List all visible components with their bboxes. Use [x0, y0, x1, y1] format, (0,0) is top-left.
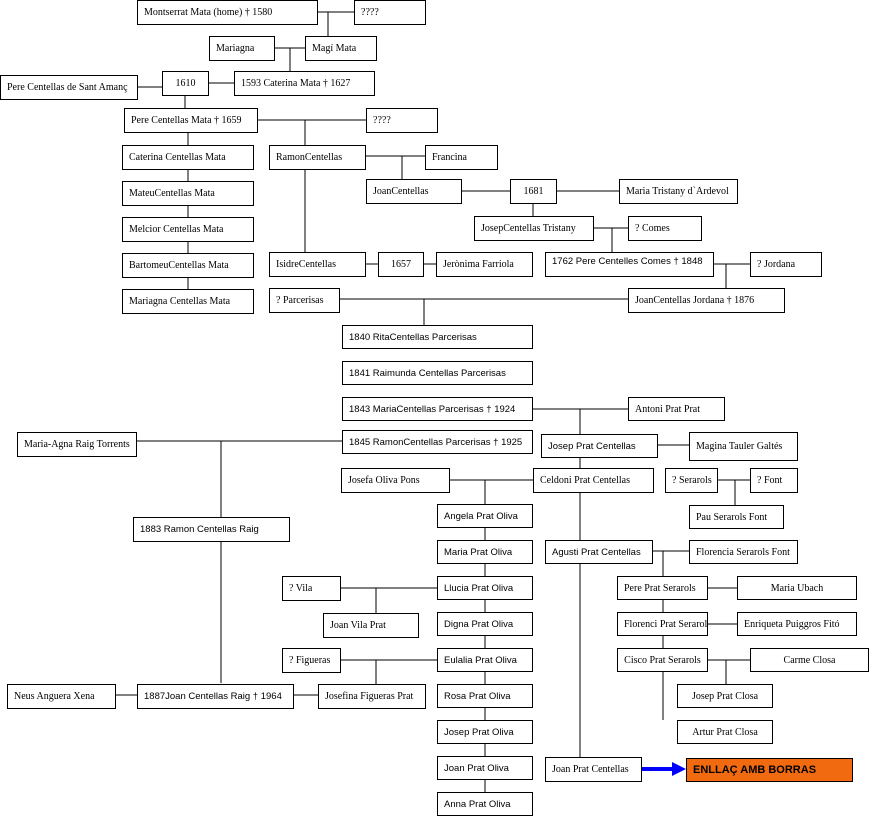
person-caterina-centellas-mata: Caterina Centellas Mata: [122, 145, 254, 170]
person-celdoni-prat: Celdoni Prat Centellas: [533, 468, 654, 493]
person-pere-prat-serarols: Pere Prat Serarols: [617, 576, 708, 600]
person-raimunda-centellas: 1841 Raimunda Centellas Parcerisas: [342, 361, 533, 385]
person-josep-centellas-tristany: JosepCentellas Tristany: [474, 216, 594, 241]
person-joan-centellas-jordana: JoanCentellas Jordana † 1876: [628, 288, 785, 313]
person-ramon-centellas: RamonCentellas: [269, 145, 366, 170]
person-angela-prat-oliva: Angela Prat Oliva: [437, 504, 533, 528]
person-josefa-oliva: Josefa Oliva Pons: [341, 468, 450, 493]
marriage-year: 1681: [510, 179, 557, 204]
person-rita-centellas: 1840 RitaCentellas Parcerisas: [342, 325, 533, 349]
person-eulalia-prat-oliva: Eulalia Prat Oliva: [437, 648, 533, 672]
person-josep-prat-oliva: Josep Prat Oliva: [437, 720, 533, 744]
person-pere-centellas-sant-amanc: Pere Centellas de Sant Amanç: [0, 75, 138, 100]
person-pere-centelles-comes: 1762 Pere Centelles Comes † 1848: [545, 252, 714, 277]
person-caterina-mata: 1593 Caterina Mata † 1627: [234, 71, 375, 96]
person-francina: Francina: [425, 145, 498, 170]
person-comes: ? Comes: [628, 216, 702, 241]
person-neus-anguera: Neus Anguera Xena: [7, 684, 116, 709]
person-enriqueta-puiggros: Enriqueta Puiggros Fitó: [737, 612, 857, 636]
person-melcior-centellas-mata: Melcior Centellas Mata: [122, 217, 254, 242]
person-mariagna: Mariagna: [209, 36, 275, 61]
person-artur-prat-closa: Artur Prat Closa: [677, 720, 773, 744]
person-llucia-prat-oliva: Llucia Prat Oliva: [437, 576, 533, 600]
person-agusti-prat: Agusti Prat Centellas: [545, 540, 653, 564]
person-maria-ubach: Maria Ubach: [737, 576, 857, 600]
person-bartomeu-centellas-mata: BartomeuCentellas Mata: [122, 253, 254, 278]
person-antoni-prat: Antoni Prat Prat: [628, 397, 725, 421]
person-joan-prat-centellas: Joan Prat Centellas: [545, 757, 642, 782]
person-joan-prat-oliva: Joan Prat Oliva: [437, 756, 533, 780]
person-carme-closa: Carme Closa: [750, 648, 869, 672]
person-maria-centellas-parcerisas: 1843 MariaCentellas Parcerisas † 1924: [342, 397, 533, 421]
person-ramon-centellas-parcerisas: 1845 RamonCentellas Parcerisas † 1925: [342, 430, 533, 454]
person-jordana: ? Jordana: [750, 252, 822, 277]
person-anna-prat-oliva: Anna Prat Oliva: [437, 792, 533, 816]
person-magina-tauler: Magina Tauler Galtés: [689, 432, 798, 461]
person-joan-centellas: JoanCentellas: [366, 179, 462, 204]
link-borras-button[interactable]: ENLLAÇ AMB BORRAS: [686, 758, 853, 782]
person-isidre-centellas: IsidreCentellas: [269, 252, 366, 277]
person-cisco-prat: Cisco Prat Serarols: [617, 648, 708, 672]
person-unknown: ????: [354, 0, 426, 25]
person-pau-serarols: Pau Serarols Font: [689, 505, 784, 529]
person-serarols: ? Serarols: [665, 468, 718, 493]
person-vila: ? Vila: [282, 576, 341, 601]
person-joan-vila-prat: Joan Vila Prat: [323, 613, 419, 638]
person-josep-prat-centellas: Josep Prat Centellas: [541, 434, 658, 458]
person-rosa-prat-oliva: Rosa Prat Oliva: [437, 684, 533, 708]
person-pere-centellas-mata: Pere Centellas Mata † 1659: [124, 108, 258, 133]
person-montserrat-mata: Montserrat Mata (home) † 1580: [137, 0, 318, 25]
person-maria-agna-raig: Maria-Agna Raig Torrents: [17, 432, 137, 457]
person-maria-prat-oliva: Maria Prat Oliva: [437, 540, 533, 564]
person-florenci-prat: Florenci Prat Serarols: [617, 612, 708, 636]
marriage-year: 1657: [378, 252, 424, 277]
person-florencia-serarols: Florencia Serarols Font: [689, 540, 798, 564]
person-magi-mata: Magí Mata: [305, 36, 377, 61]
person-figueras: ? Figueras: [282, 648, 341, 673]
marriage-year: 1610: [162, 71, 209, 96]
person-digna-prat-oliva: Digna Prat Oliva: [437, 612, 533, 636]
person-joan-centellas-raig: 1887Joan Centellas Raig † 1964: [137, 684, 294, 709]
person-josefina-figueras: Josefina Figueras Prat: [318, 684, 426, 709]
person-font: ? Font: [750, 468, 798, 493]
person-maria-tristany: Maria Tristany d`Ardevol: [619, 179, 738, 204]
person-parcerisas: ? Parcerisas: [269, 288, 340, 313]
person-mateu-centellas-mata: MateuCentellas Mata: [122, 181, 254, 206]
person-josep-prat-closa: Josep Prat Closa: [677, 684, 773, 708]
person-jeronima-farriola: Jerònima Farriola: [436, 252, 533, 277]
person-ramon-centellas-raig: 1883 Ramon Centellas Raig: [133, 517, 290, 542]
person-unknown: ????: [366, 108, 438, 133]
person-mariagna-centellas-mata: Mariagna Centellas Mata: [122, 289, 254, 314]
